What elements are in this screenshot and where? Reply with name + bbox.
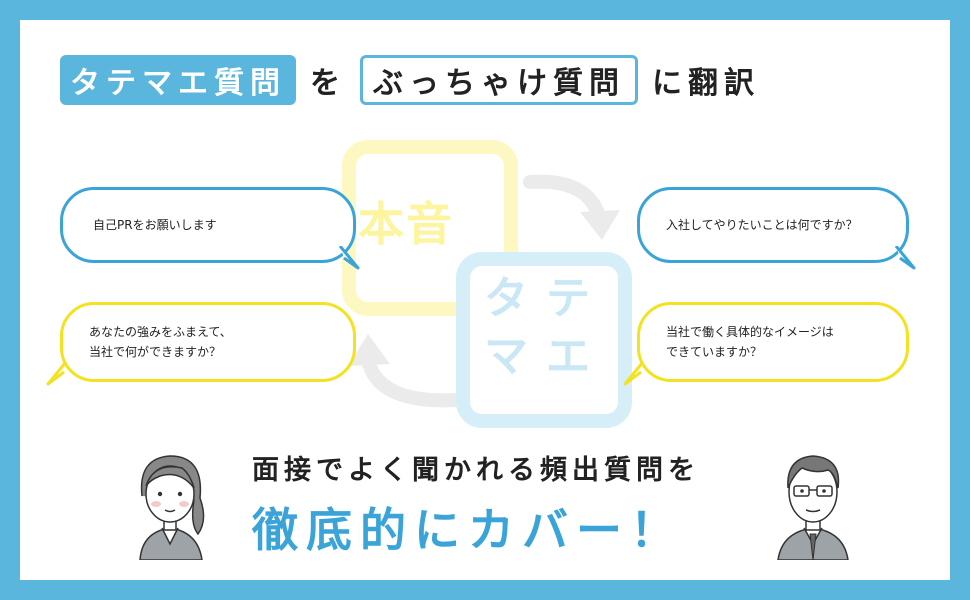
honest-question-tag: ぶっちゃけ質問 <box>360 55 638 105</box>
honne-label: 本音 <box>358 197 454 251</box>
woman-illustration <box>139 455 205 560</box>
banner-card: タテマエ質問 を ぶっちゃけ質問 に翻訳 本音 タテ マエ 自己PRをお願いしま… <box>20 20 950 580</box>
bubble-tail <box>623 361 645 386</box>
curved-arrow-up-icon <box>348 334 463 408</box>
tatemae-square <box>456 252 632 428</box>
tatemae-line2: マエ <box>484 331 608 382</box>
bubble-tail <box>338 246 360 270</box>
headline-suffix: に翻訳 <box>652 66 760 101</box>
bubble-text: 入社してやりたいことは何ですか？ <box>666 218 858 232</box>
main-catchphrase: 徹底的にカバー！ <box>252 503 684 557</box>
tatemae-question-tag: タテマエ質問 <box>60 55 296 105</box>
headline-joiner: を <box>310 66 346 101</box>
speech-bubble-right-top: 入社してやりたいことは何ですか？ <box>637 187 909 263</box>
tatemae-label: タテ マエ <box>476 270 616 386</box>
bubble-tail <box>894 246 916 270</box>
bubble-text-line2: できていますか？ <box>666 345 763 359</box>
speech-bubble-right-bottom: 当社で働く具体的なイメージは できていますか？ <box>637 302 909 382</box>
bubble-text-line1: 当社で働く具体的なイメージは <box>666 325 834 339</box>
speech-bubble-left-top: 自己PRをお願いします <box>60 187 356 263</box>
bubble-tail <box>46 361 68 386</box>
subheadline: 面接でよく聞かれる頻出質問を <box>252 455 700 486</box>
bubble-text-line1: あなたの強みをふまえて、 <box>89 325 232 339</box>
curved-arrow-down-icon <box>523 174 620 240</box>
tatemae-line1: タテ <box>484 273 608 324</box>
headline: タテマエ質問 を ぶっちゃけ質問 に翻訳 <box>60 52 764 108</box>
man-illustration <box>777 455 849 560</box>
speech-bubble-left-bottom: あなたの強みをふまえて、 当社で何ができますか？ <box>60 302 356 382</box>
bubble-text: 自己PRをお願いします <box>93 218 217 232</box>
bubble-text-line2: 当社で何ができますか？ <box>89 345 222 359</box>
